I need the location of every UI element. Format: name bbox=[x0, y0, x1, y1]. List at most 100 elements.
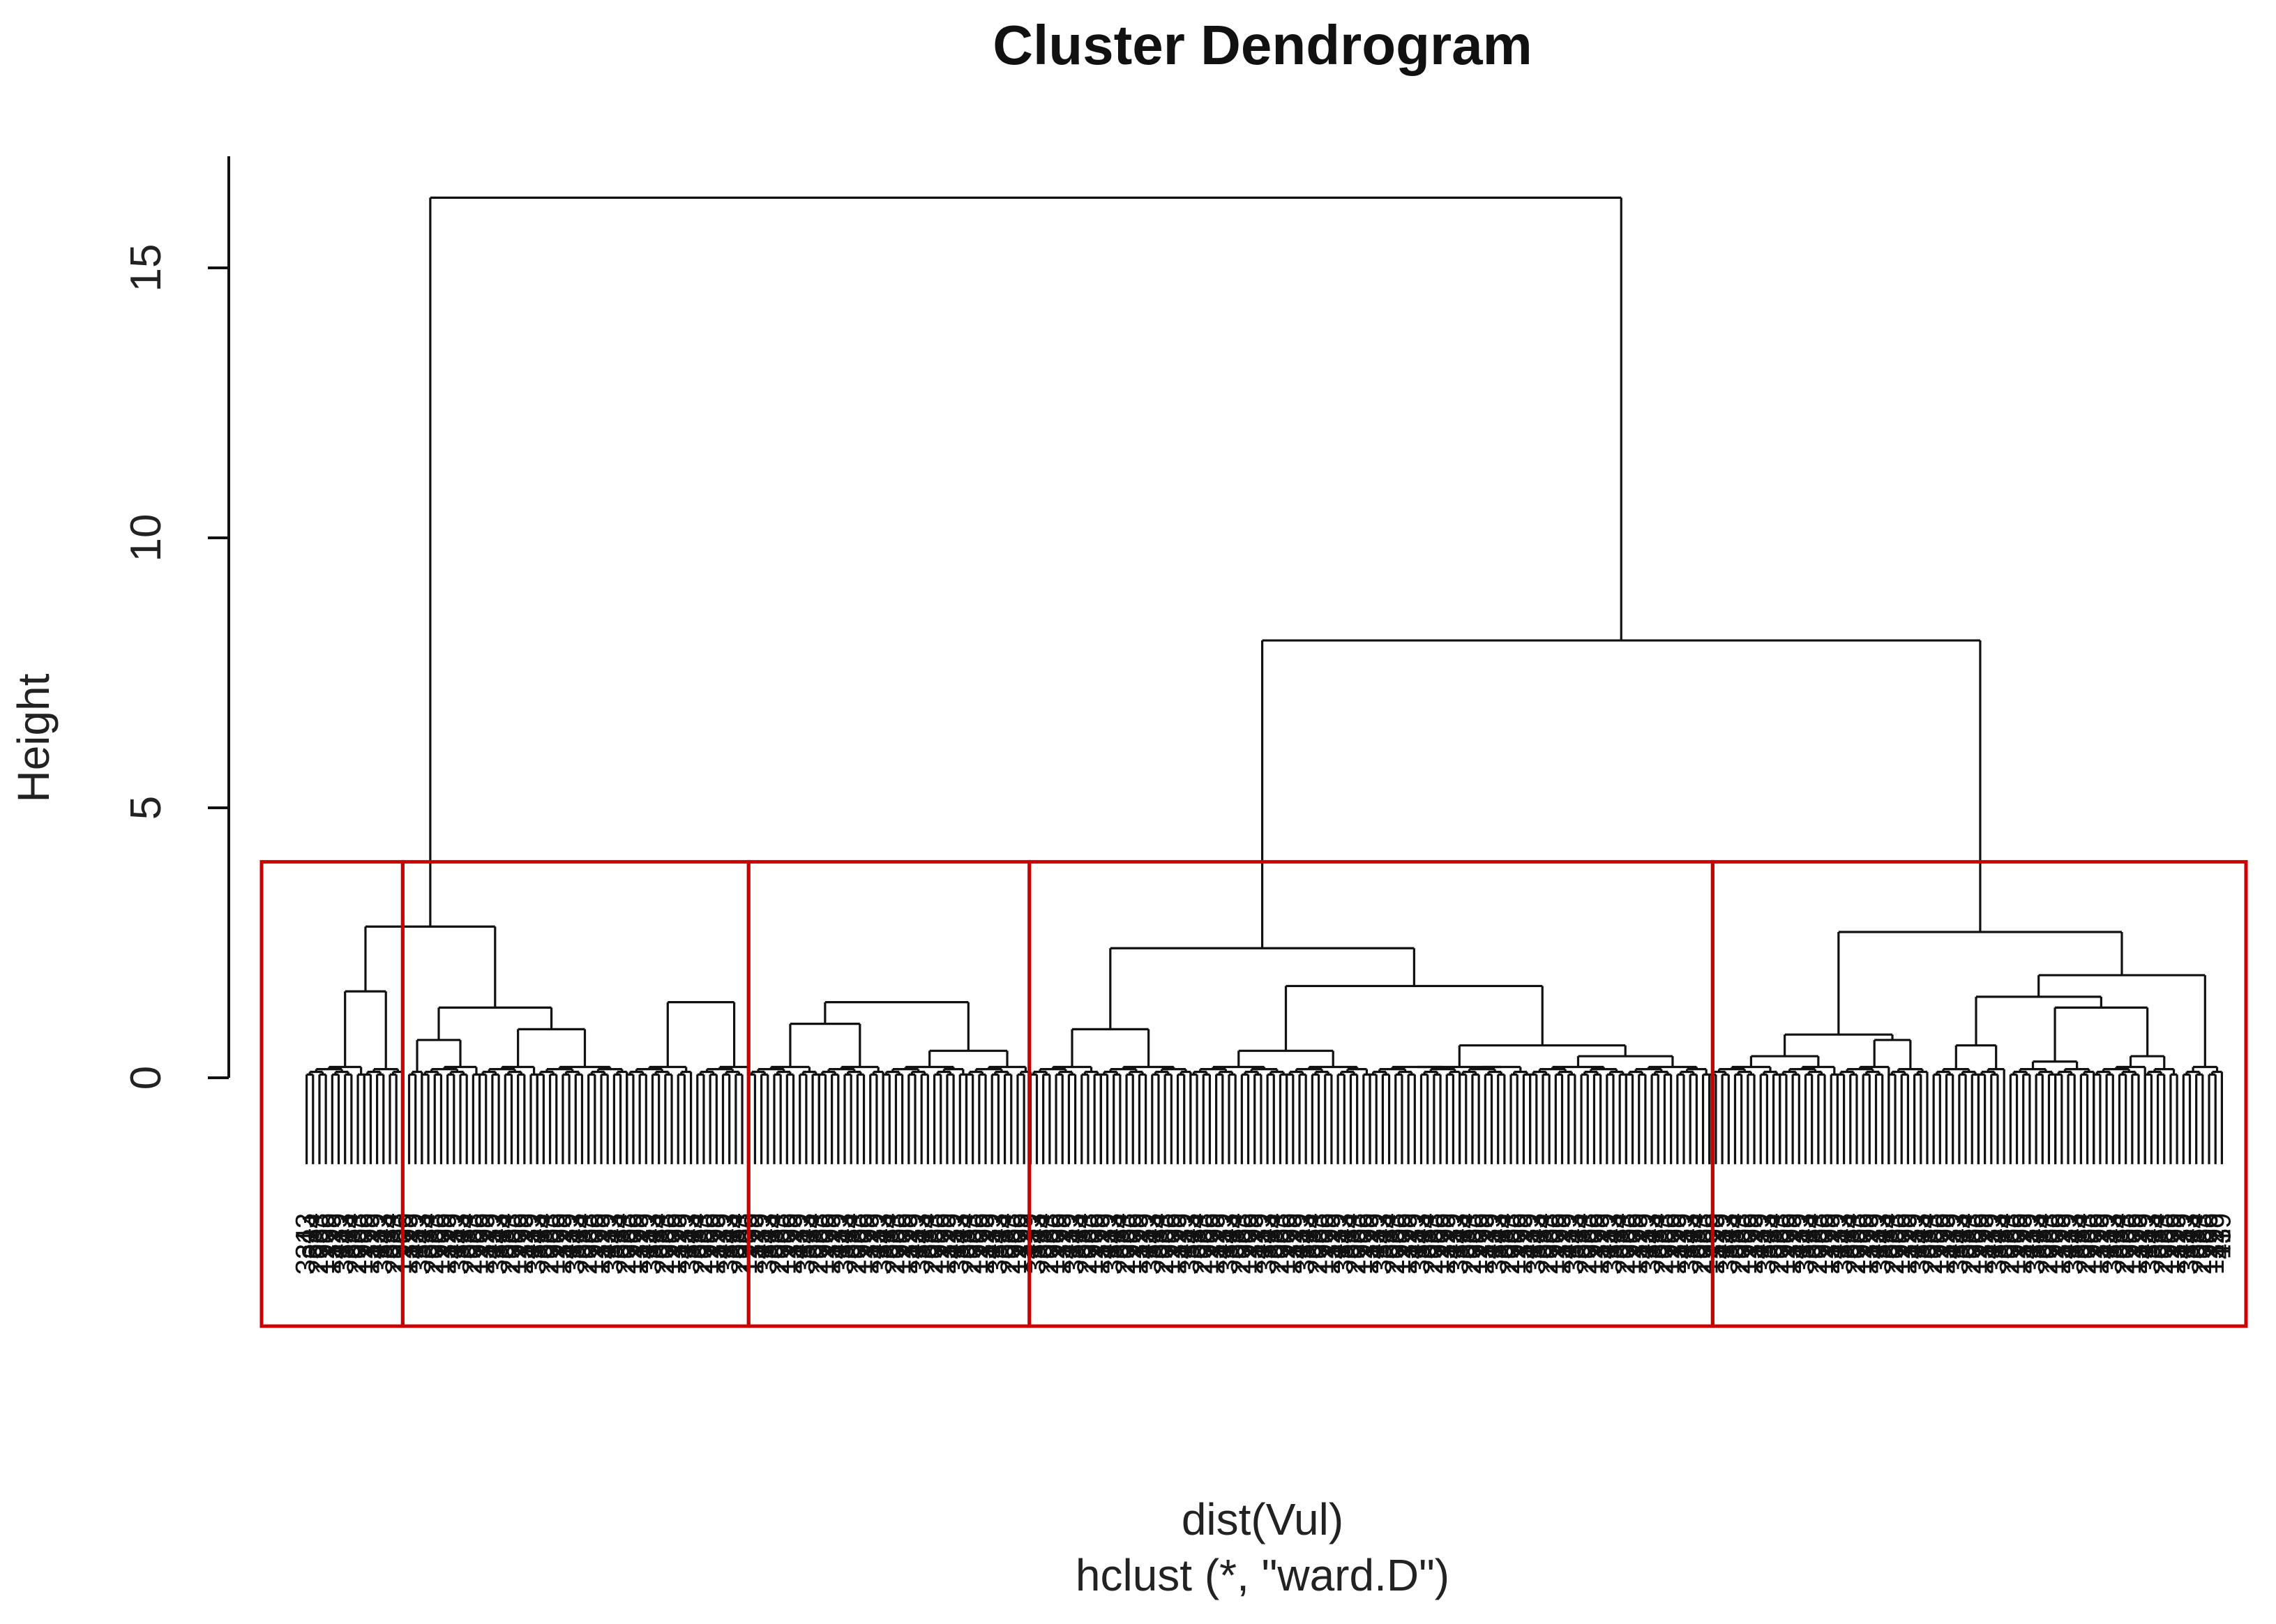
leaf-label: 33 bbox=[1533, 1213, 1564, 1245]
leaf-label: 19 bbox=[617, 1244, 648, 1275]
leaf-label: 33 bbox=[1219, 1228, 1250, 1260]
leaf-label: 19 bbox=[931, 1228, 962, 1260]
leaf-label: 13 bbox=[591, 1228, 622, 1260]
leaf-label: 6 bbox=[1143, 1244, 1173, 1259]
leaf-label: 33 bbox=[1489, 1228, 1519, 1260]
leaf-label: 29 bbox=[1193, 1228, 1224, 1260]
x-axis-label: dist(Vul) bbox=[1182, 1494, 1343, 1544]
leaf-label: 33 bbox=[803, 1213, 834, 1245]
leaf-label: 19 bbox=[425, 1244, 455, 1275]
leaf-label: 19 bbox=[1539, 1244, 1570, 1275]
leaf-label: 13 bbox=[508, 1244, 539, 1275]
leaf-label: 13 bbox=[1123, 1244, 1154, 1275]
leaf-label: 29 bbox=[1585, 1213, 1615, 1245]
leaf-label: 13 bbox=[329, 1213, 360, 1245]
leaf-label: 29 bbox=[1501, 1228, 1532, 1260]
leaf-label: 13 bbox=[976, 1228, 1007, 1260]
leaf-label: 29 bbox=[1187, 1244, 1218, 1275]
leaf-label: 4 bbox=[336, 1213, 366, 1228]
leaf-label: 6 bbox=[1680, 1244, 1711, 1259]
leaf-label: 4 bbox=[829, 1228, 859, 1244]
leaf-label: 4 bbox=[790, 1228, 821, 1244]
leaf-label: 33 bbox=[957, 1213, 988, 1245]
leaf-label: 33 bbox=[1764, 1213, 1795, 1245]
leaf-label: 4 bbox=[1290, 1228, 1320, 1244]
leaf-label: 33 bbox=[1450, 1228, 1481, 1260]
leaf-label: 6 bbox=[1341, 1228, 1372, 1244]
leaf-label: 6 bbox=[1796, 1244, 1827, 1259]
leaf-label: 6 bbox=[1040, 1213, 1071, 1228]
leaf-label: 33 bbox=[336, 1228, 366, 1260]
leaf-label: 29 bbox=[931, 1213, 962, 1245]
leaf-label: 29 bbox=[470, 1213, 501, 1245]
leaf-label: 13 bbox=[668, 1228, 699, 1260]
leaf-label: 19 bbox=[822, 1213, 853, 1245]
leaf-label: 4 bbox=[1758, 1213, 1788, 1228]
leaf-label: 4 bbox=[1553, 1244, 1583, 1259]
leaf-label: 13 bbox=[1751, 1213, 1781, 1245]
leaf-label: 6 bbox=[771, 1213, 801, 1228]
leaf-label: 13 bbox=[1136, 1213, 1167, 1245]
leaf-label: 13 bbox=[746, 1228, 776, 1260]
leaf-label: 6 bbox=[803, 1228, 834, 1244]
leaf-label: 19 bbox=[976, 1213, 1007, 1245]
leaf-label: 13 bbox=[1789, 1213, 1820, 1245]
leaf-label: 13 bbox=[438, 1228, 469, 1260]
leaf-label: 29 bbox=[1008, 1213, 1039, 1245]
leaf-label: 33 bbox=[566, 1228, 596, 1260]
y-tick-label: 15 bbox=[122, 244, 170, 292]
leaf-label: 6 bbox=[1578, 1213, 1608, 1228]
leaf-label: 19 bbox=[1738, 1228, 1769, 1260]
leaf-label: 13 bbox=[1213, 1213, 1244, 1245]
leaf-label: 6 bbox=[1104, 1244, 1135, 1259]
leaf-label: 29 bbox=[1354, 1213, 1385, 1245]
leaf-label: 33 bbox=[950, 1228, 981, 1260]
leaf-label: 13 bbox=[752, 1213, 783, 1245]
leaf-label: 19 bbox=[1348, 1244, 1378, 1275]
leaf-label: 33 bbox=[1213, 1244, 1244, 1275]
leaf-label: 6 bbox=[1258, 1244, 1288, 1259]
leaf-label: 29 bbox=[662, 1213, 693, 1245]
leaf-label: 19 bbox=[1617, 1244, 1648, 1275]
leaf-label: 29 bbox=[1495, 1244, 1525, 1275]
leaf-label: 29 bbox=[764, 1244, 795, 1275]
leaf-label: 33 bbox=[1495, 1213, 1525, 1245]
leaf-label: 4 bbox=[1251, 1228, 1282, 1244]
leaf-label: 33 bbox=[1648, 1213, 1679, 1245]
leaf-label: 19 bbox=[310, 1244, 340, 1275]
leaf-label: 4 bbox=[1437, 1244, 1468, 1259]
leaf-label: 33 bbox=[1066, 1228, 1096, 1260]
leaf-label: 6 bbox=[1495, 1228, 1525, 1244]
leaf-label: 33 bbox=[1020, 1244, 1051, 1275]
leaf-label: 13 bbox=[899, 1228, 930, 1260]
leaf-label: 6 bbox=[611, 1228, 642, 1244]
leaf-label: 4 bbox=[1527, 1213, 1558, 1228]
leaf-label: 4 bbox=[797, 1213, 827, 1228]
leaf-label: 33 bbox=[1456, 1213, 1487, 1245]
leaf-label: 4 bbox=[476, 1244, 507, 1259]
leaf-label: 6 bbox=[835, 1244, 866, 1259]
leaf-label: 4 bbox=[1053, 1244, 1083, 1259]
leaf-label: 13 bbox=[1405, 1213, 1435, 1245]
leaf-label: 6 bbox=[957, 1228, 988, 1244]
leaf-label: 4 bbox=[521, 1228, 552, 1244]
leaf-label: 19 bbox=[1399, 1213, 1429, 1245]
leaf-label: 6 bbox=[912, 1244, 942, 1259]
leaf-label: 33 bbox=[764, 1213, 795, 1245]
leaf-label: 4 bbox=[822, 1244, 853, 1259]
leaf-label: 33 bbox=[1559, 1244, 1590, 1275]
leaf-label: 6 bbox=[495, 1228, 526, 1244]
leaf-label: 13 bbox=[1623, 1244, 1654, 1275]
leaf-label: 19 bbox=[694, 1244, 725, 1275]
leaf-label: 4 bbox=[591, 1244, 622, 1259]
leaf-label: 6 bbox=[1110, 1228, 1141, 1244]
leaf-label: 13 bbox=[598, 1213, 628, 1245]
leaf-label: 4 bbox=[1219, 1213, 1250, 1228]
leaf-label: 29 bbox=[1623, 1213, 1654, 1245]
leaf-label: 19 bbox=[771, 1244, 801, 1275]
leaf-label: 29 bbox=[1149, 1244, 1180, 1275]
leaf-label: 4 bbox=[489, 1213, 520, 1228]
leaf-label: 4 bbox=[1751, 1228, 1781, 1244]
leaf-label: 13 bbox=[829, 1213, 859, 1245]
leaf-label: 4 bbox=[1412, 1213, 1442, 1228]
